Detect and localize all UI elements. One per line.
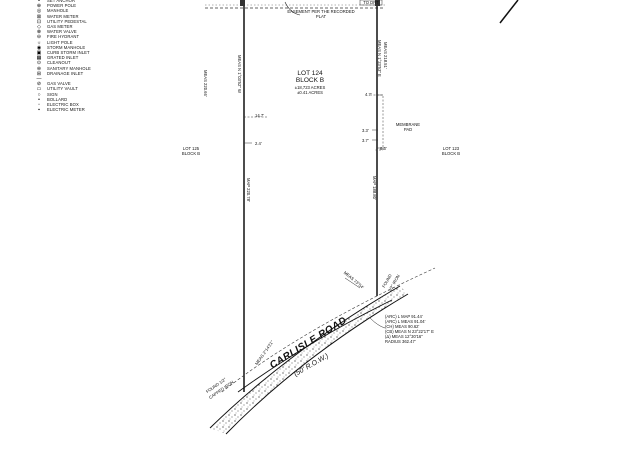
curve-data-line: (Δ) MEAS 12°30'16" bbox=[385, 334, 423, 339]
legend-label: BOLLARD bbox=[47, 96, 68, 102]
legend-label: MANHOLE bbox=[47, 8, 69, 14]
legend-label: UTILITY VAULT bbox=[47, 86, 78, 92]
legend-label: LIGHT POLE bbox=[47, 39, 73, 45]
easement-leader bbox=[284, 1, 301, 16]
curve-data-line: (CB) MEAS N 23°22'17" E bbox=[385, 329, 434, 334]
east-bearing: MEAS N 1°23'53" E bbox=[377, 40, 382, 77]
dim-2-4-label: 2.4' bbox=[255, 141, 262, 146]
lot-125-label: LOT 125 bbox=[182, 146, 200, 151]
dim-3-7-label: 3.7' bbox=[362, 138, 369, 143]
legend-label: STORM MANHOLE bbox=[47, 44, 86, 50]
legend-symbol-icon: ▪ bbox=[38, 107, 40, 114]
top-left-marker bbox=[240, 0, 245, 6]
legend-symbol-icon: ▫ bbox=[38, 102, 40, 108]
legend-label: FIRE HYDRANT bbox=[47, 34, 80, 40]
curve-data-block: (ARC) L MAP 91.44'(ARC) L MEAS 91.04'(CH… bbox=[385, 314, 475, 344]
legend-label: GRATED INLET bbox=[47, 55, 79, 61]
top-tag: TO DRT bbox=[363, 0, 379, 5]
legend-symbol-icon: ▭ bbox=[36, 86, 42, 93]
legend-symbol-icon: ⊜ bbox=[36, 65, 42, 72]
legend-label: SIGN bbox=[47, 91, 58, 97]
legend-symbol-icon: ⊗ bbox=[36, 29, 42, 36]
legend-label: CURB STORM INLET bbox=[47, 50, 90, 55]
legend-symbol-icon: ☼ bbox=[36, 39, 42, 46]
legend-symbol-icon: ⊞ bbox=[36, 70, 42, 77]
legend-label: GAS VALVE bbox=[47, 81, 71, 87]
road-pavement-hatch bbox=[210, 286, 408, 434]
legend-label: SANITARY MANHOLE bbox=[47, 65, 91, 71]
legend-symbol-icon: ⊖ bbox=[36, 34, 42, 41]
legend-symbol-icon: ⊘ bbox=[36, 81, 42, 88]
lot-title: LOT 124 bbox=[297, 70, 323, 77]
top-tag-box bbox=[359, 0, 383, 6]
east-meas-distance: MEAS 218.51' bbox=[383, 42, 388, 69]
legend-label: POWER POLE bbox=[47, 3, 77, 9]
legend-symbol-icon: ▣ bbox=[36, 50, 42, 56]
legend-symbol-icon: • bbox=[38, 0, 40, 4]
dim-6-3-label: 6.3' bbox=[380, 146, 387, 151]
west-meas-distance: MEAS 220.66' bbox=[203, 70, 208, 97]
dim-3-3-label: 3.3' bbox=[362, 128, 369, 133]
legend-label: CLEANOUT bbox=[47, 60, 71, 66]
legend-label: SET ANCHOR bbox=[47, 0, 76, 3]
legend-symbol-icon: ⊡ bbox=[36, 18, 42, 25]
dim-4-7-label: 4.7' bbox=[365, 92, 372, 97]
legend-symbol-icon: ◇ bbox=[37, 24, 41, 30]
legend-label: GAS METER bbox=[47, 24, 73, 29]
legend-symbol-icon: ◉ bbox=[36, 44, 42, 51]
legend-symbol-icon: • bbox=[38, 96, 40, 103]
west-bearing: MEAS N 1°03'52" W bbox=[237, 55, 242, 93]
curve-front-line bbox=[237, 299, 393, 393]
curve-data-line: (ARC) L MEAS 91.04' bbox=[385, 319, 426, 324]
block-title: BLOCK B bbox=[295, 77, 325, 84]
membrane-pad-label: MEMBRANE PAD bbox=[395, 122, 421, 132]
dim-14-7-label: 14.7' bbox=[255, 113, 264, 118]
curve-data-line: (CH) MEAS 90.62' bbox=[385, 324, 420, 329]
road-right-of-way-line bbox=[221, 267, 436, 393]
easement-note: EASEMENT PER THE RECORDED PLAT bbox=[287, 9, 355, 19]
top-right-marker bbox=[375, 0, 380, 6]
legend-symbol-icon: ▦ bbox=[36, 55, 42, 62]
north-arrow-icon bbox=[499, 0, 519, 24]
legend-symbol-icon: ⊕ bbox=[36, 3, 42, 10]
membrane-pad-outline bbox=[370, 94, 384, 151]
legend-label: ELECTRIC METER bbox=[47, 107, 85, 113]
curve-leader bbox=[369, 317, 386, 329]
east-map-distance: MAP 188.80' bbox=[372, 176, 377, 200]
legend-label: ELECTRIC BOX bbox=[47, 102, 79, 107]
lot-area-acres: ±0.41 ACRES bbox=[297, 90, 323, 95]
legend-label: UTILITY PEDESTAL bbox=[47, 18, 87, 24]
legend-symbol-icon: ○ bbox=[37, 91, 41, 98]
lot-123-label: LOT 123 bbox=[442, 146, 460, 151]
legend-label: WATER METER bbox=[47, 13, 79, 19]
legend-symbol-icon: ⊠ bbox=[36, 13, 42, 20]
legend-symbol-icon: ⊙ bbox=[36, 60, 42, 67]
lot-125-block: BLOCK B bbox=[181, 151, 201, 156]
lot-123-block: BLOCK B bbox=[441, 151, 461, 156]
legend-label: DRAINAGE INLET bbox=[47, 70, 84, 76]
legend-symbol-icon: — bbox=[36, 76, 42, 82]
legend-symbol-icon: ◎ bbox=[36, 8, 42, 15]
lot-area-sqft: ±18,723 ACRES bbox=[294, 85, 326, 90]
curve-data-line: RADIUS 362.47' bbox=[385, 339, 416, 344]
curve-data-line: (ARC) L MAP 91.44' bbox=[385, 314, 423, 319]
angle-leader bbox=[344, 277, 361, 289]
legend-label: WATER VALVE bbox=[47, 29, 77, 35]
west-map-distance: MAP 220.78' bbox=[246, 178, 251, 202]
